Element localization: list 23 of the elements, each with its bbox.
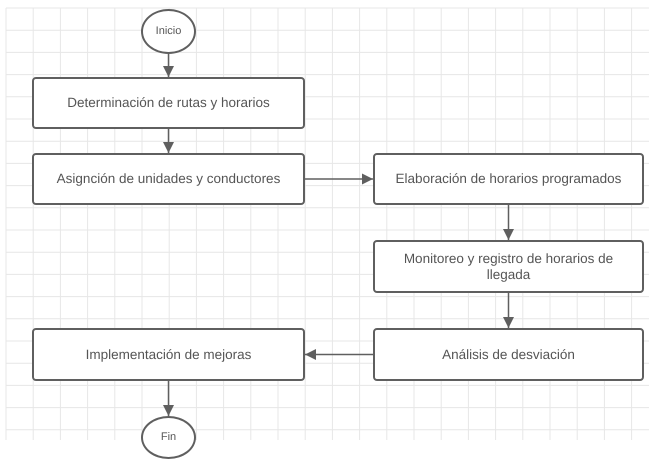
arrow bbox=[503, 293, 514, 328]
process-box bbox=[373, 328, 644, 381]
arrow bbox=[163, 129, 174, 153]
process-box bbox=[32, 328, 305, 381]
arrow bbox=[305, 349, 373, 360]
node-label: Monitoreo y registro de horarios de llegada bbox=[402, 250, 614, 282]
node-label: Análisis de desviación bbox=[442, 346, 575, 362]
process-box bbox=[32, 77, 305, 129]
node-label: Fin bbox=[160, 431, 176, 444]
arrow bbox=[503, 205, 514, 240]
process-box bbox=[32, 153, 305, 205]
terminator-oval bbox=[141, 416, 196, 459]
node-label: Elaboración de horarios programados bbox=[396, 171, 622, 187]
arrow bbox=[163, 54, 174, 77]
node-label: Implementación de mejoras bbox=[86, 346, 252, 362]
node-label: Inicio bbox=[156, 25, 182, 38]
arrow bbox=[305, 174, 373, 184]
node-label: Asignción de unidades y conductores bbox=[56, 171, 280, 187]
node-label: Determinación de rutas y horarios bbox=[67, 95, 270, 111]
process-box bbox=[373, 240, 644, 293]
terminator-oval bbox=[141, 9, 196, 54]
arrow bbox=[163, 381, 174, 416]
process-box bbox=[373, 153, 644, 205]
